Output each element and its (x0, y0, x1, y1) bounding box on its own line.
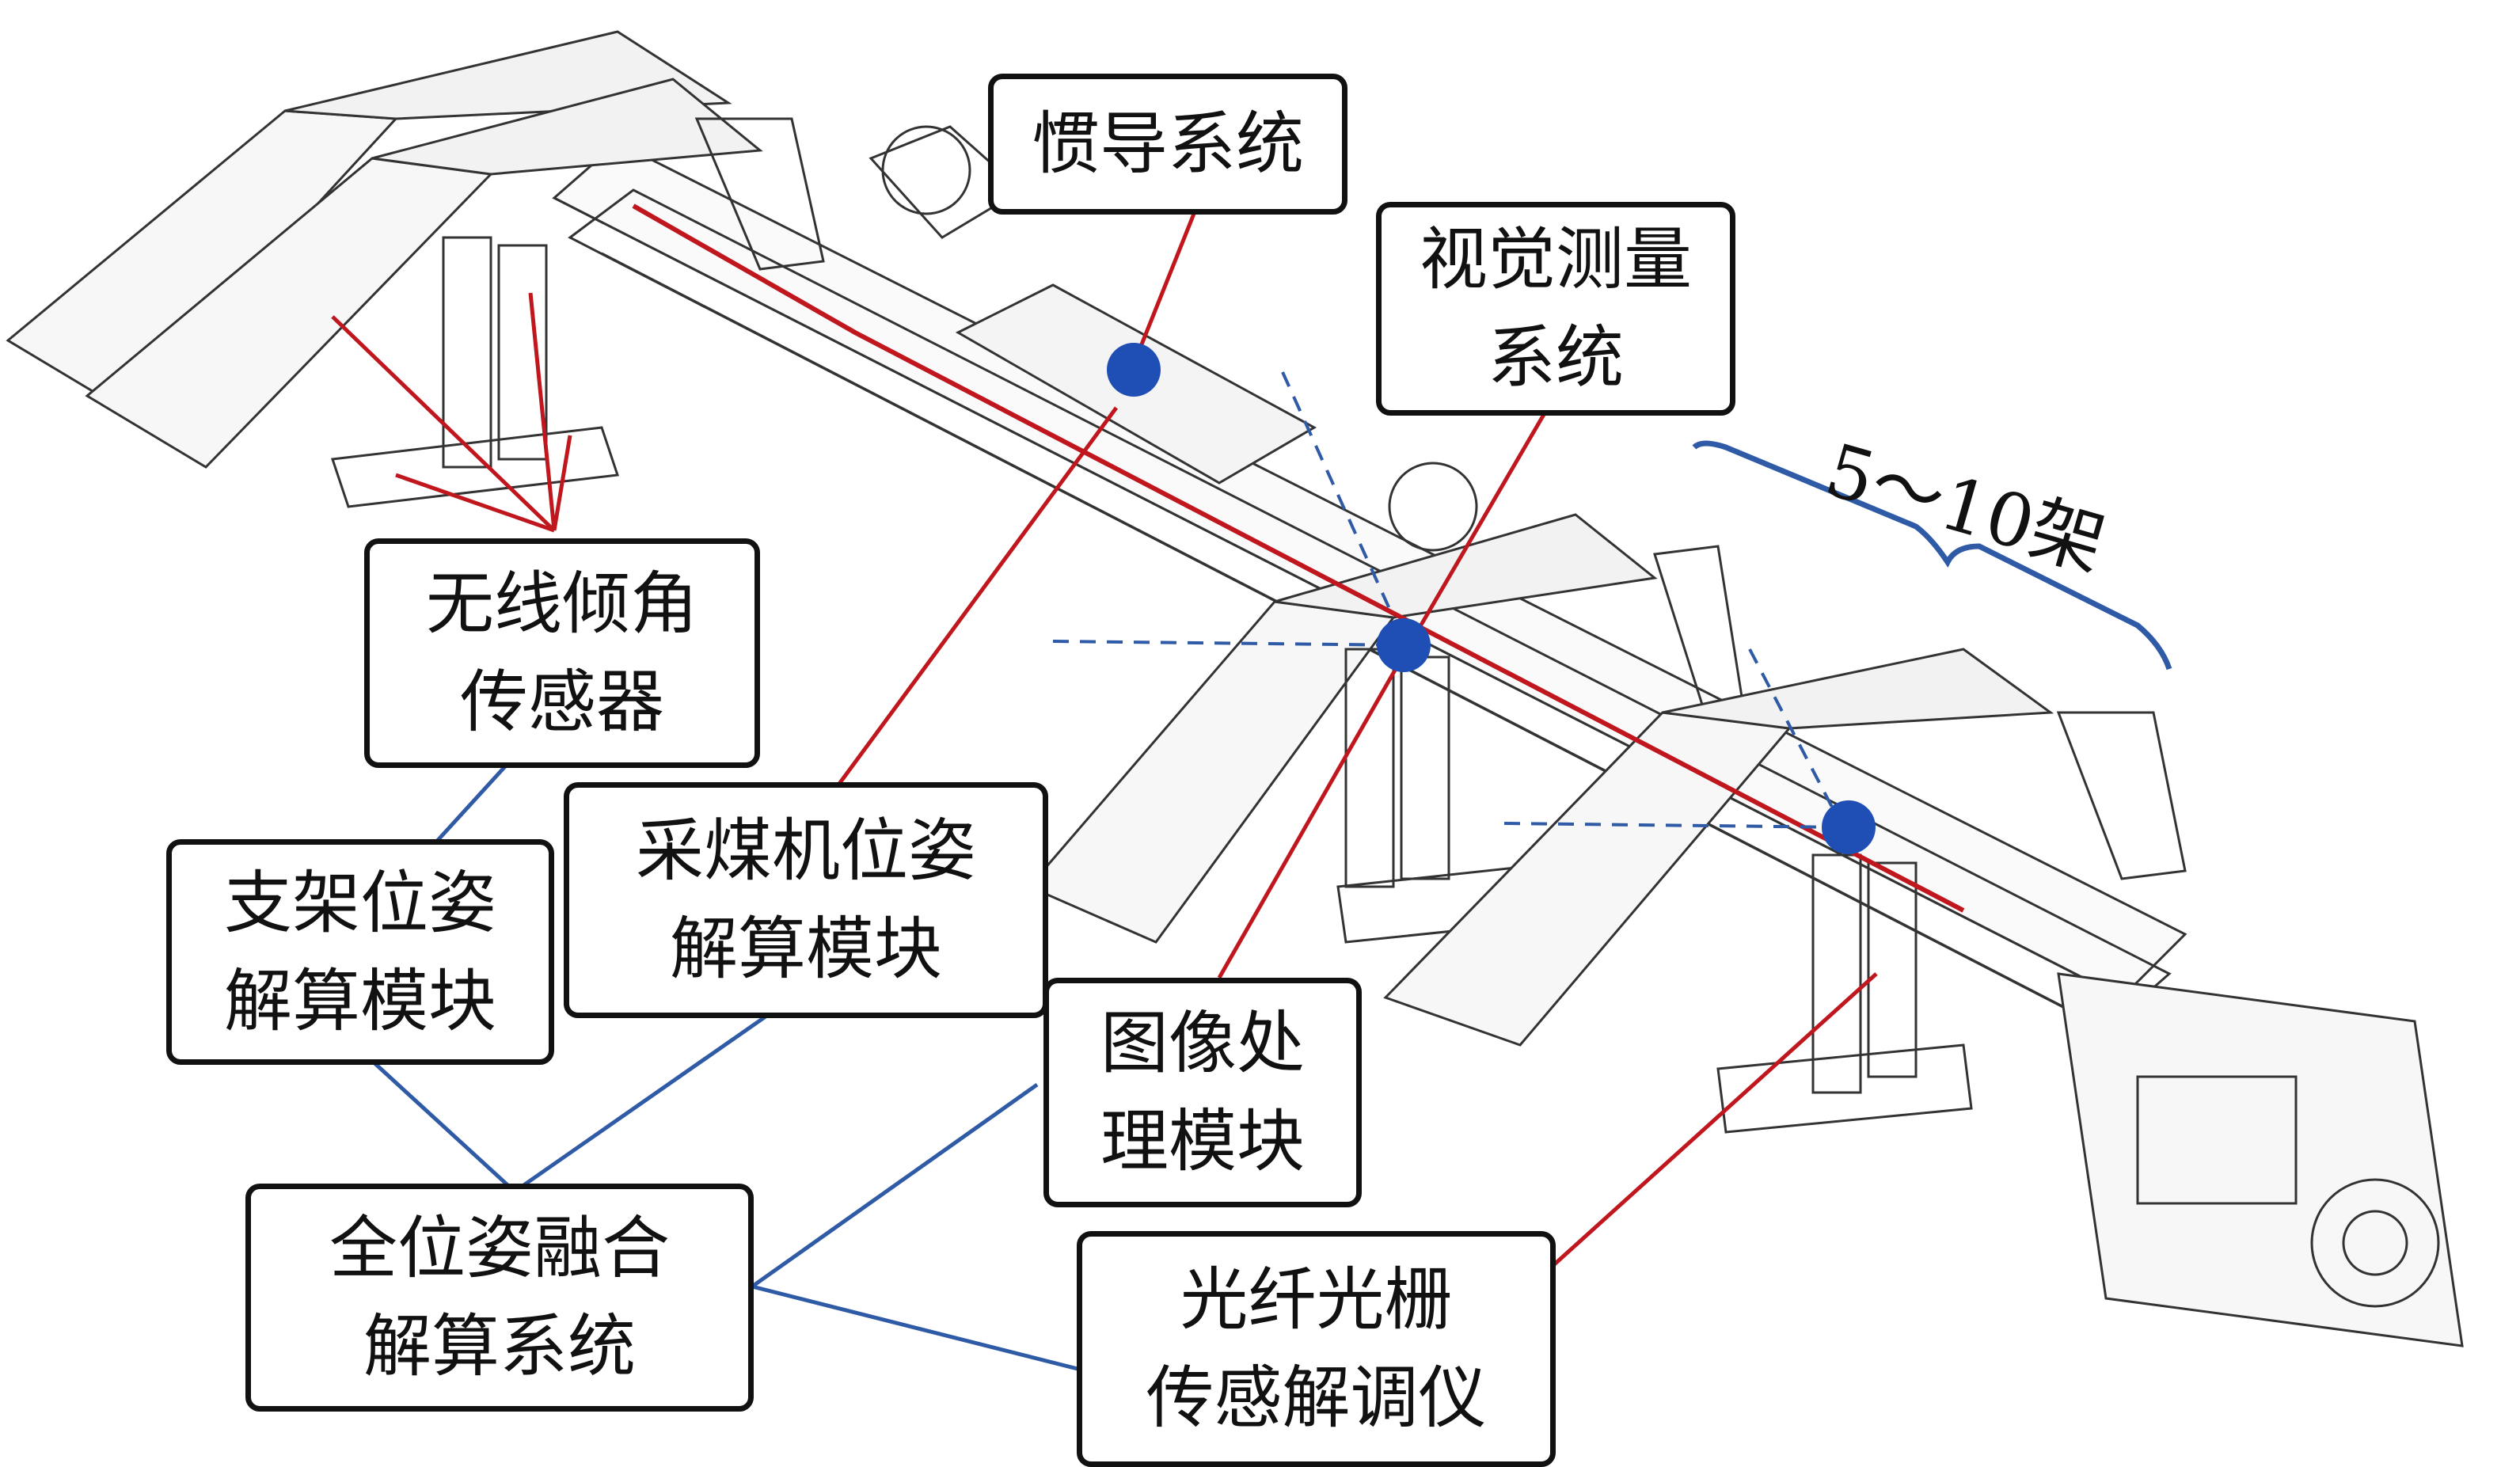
fbg-cable (632, 203, 1965, 913)
label-fusion-line-2: 解算系统 (363, 1307, 636, 1386)
red-leader-lines (331, 209, 1878, 1268)
label-inertial-line-1: 惯导系统 (1032, 105, 1304, 184)
label-vision-line-1: 视觉测量 (1420, 220, 1692, 299)
blue-connector-lines (371, 754, 1081, 1372)
label-fusion-line-1: 全位姿融合 (329, 1209, 670, 1288)
label-vision-line-2: 系统 (1488, 318, 1624, 397)
inertial-marker-dot (1107, 343, 1161, 397)
label-support-pose-module: 支架位姿 解算模块 (166, 839, 554, 1065)
label-tilt-line-2: 传感器 (460, 663, 664, 742)
label-fbg-line-2: 传感解调仪 (1146, 1359, 1487, 1438)
label-shearer-pose-module: 采煤机位姿 解算模块 (564, 782, 1048, 1018)
support-group-left (6, 30, 825, 508)
label-tilt-sensor: 无线倾角 传感器 (364, 538, 760, 768)
label-vision-system: 视觉测量 系统 (1376, 202, 1735, 416)
label-image-line-2: 理模块 (1100, 1102, 1305, 1181)
vision-dashed-lines (1052, 371, 1846, 832)
label-shearer-line-1: 采煤机位姿 (636, 811, 976, 891)
label-inertial-system: 惯导系统 (988, 74, 1347, 215)
label-fbg-line-1: 光纤光栅 (1180, 1260, 1453, 1340)
support-group-right (1383, 648, 2187, 1134)
vision-marker-dot-2 (1822, 800, 1876, 854)
label-fbg-demodulator: 光纤光栅 传感解调仪 (1077, 1231, 1556, 1467)
vision-marker-dot-1 (1377, 618, 1431, 672)
label-image-line-1: 图像处 (1100, 1004, 1305, 1083)
label-tilt-line-1: 无线倾角 (426, 564, 698, 644)
label-shearer-line-2: 解算模块 (670, 910, 942, 989)
label-image-processing-module: 图像处 理模块 (1043, 978, 1362, 1207)
label-support-line-1: 支架位姿 (224, 863, 496, 943)
label-support-line-2: 解算模块 (224, 961, 496, 1041)
range-brace (1692, 440, 2172, 671)
label-full-pose-fusion-system: 全位姿融合 解算系统 (245, 1184, 754, 1412)
